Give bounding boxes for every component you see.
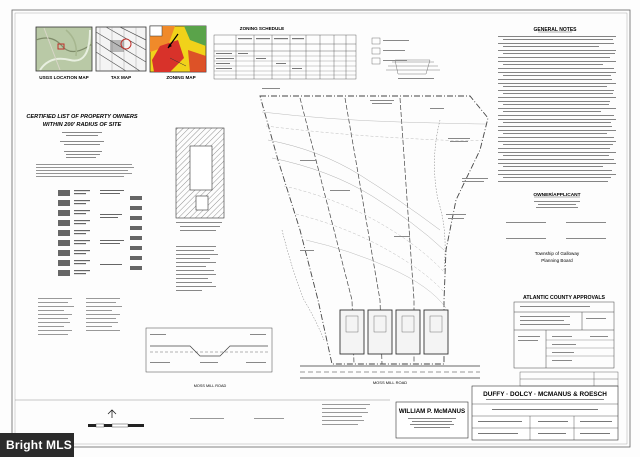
usgs-map-label: USGS LOCATION MAP <box>39 75 88 80</box>
tax-map <box>95 26 147 72</box>
tax-map-label: TAX MAP <box>111 75 131 80</box>
site-plan <box>259 95 489 379</box>
road-label: MOSS MILL ROAD <box>373 380 407 385</box>
general-notes-text <box>498 36 616 182</box>
engineer-block <box>395 401 469 439</box>
owners-list-rows <box>58 190 142 276</box>
general-notes-title: GENERAL NOTES <box>534 27 578 33</box>
sheet-border <box>11 9 631 448</box>
scale-bar <box>88 423 144 428</box>
county-approvals-table <box>513 301 615 369</box>
planning-board-township: Township of Galloway <box>535 251 580 256</box>
north-arrow-icon <box>107 409 117 418</box>
owners-list-title: CERTIFIED LIST OF PROPERTY OWNERS <box>26 114 138 120</box>
inner-border <box>14 12 628 445</box>
road-profile <box>145 327 273 373</box>
owners-list-text <box>36 132 134 177</box>
building-detail <box>175 127 225 219</box>
typical-detail <box>371 37 440 75</box>
county-approvals-title: ATLANTIC COUNTY APPROVALS <box>523 295 605 301</box>
title-block <box>471 385 619 441</box>
owners-list-footer <box>38 298 122 335</box>
owner-applicant-title: OWNER/APPLICANT <box>533 192 580 198</box>
engineer-name: WILLIAM P. McMANUS <box>399 408 465 415</box>
usgs-location-map <box>35 26 93 72</box>
planning-board-label: Planning Board <box>541 258 573 263</box>
zoning-schedule-title: ZONING SCHEDULE <box>240 26 284 31</box>
watermark-text: Bright MLS <box>6 438 72 452</box>
zoning-schedule-scribbles <box>216 38 304 69</box>
zoning-map-label: ZONING MAP <box>166 75 195 80</box>
site-plan-annotations <box>262 88 466 251</box>
zoning-map <box>149 25 207 73</box>
revisions-block <box>519 371 619 387</box>
watermark-badge: Bright MLS <box>0 433 74 457</box>
owners-list-subtitle: WITHIN 200' RADIUS OF SITE <box>43 122 122 128</box>
firm-name: DUFFY · DOLCY · MCMANUS & ROESCH <box>483 391 607 398</box>
zoning-schedule-table <box>213 34 357 80</box>
profile-road-label: MOSS MILL ROAD <box>194 384 227 388</box>
